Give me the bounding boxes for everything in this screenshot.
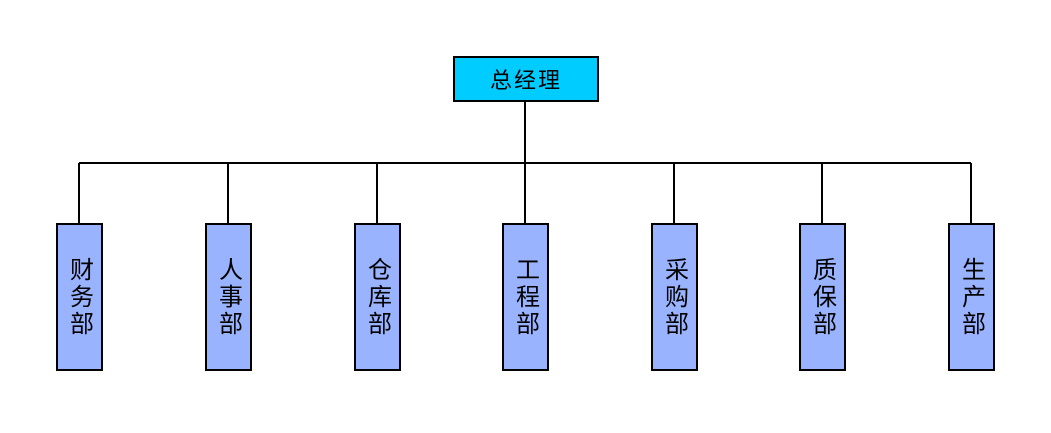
root-node-general-manager: 总经理 — [453, 56, 599, 102]
dept-node-engineering: 工程部 — [502, 223, 549, 371]
dept-label-production: 生产部 — [957, 256, 986, 338]
dept-node-purchasing: 采购部 — [651, 223, 698, 371]
dept-node-hr: 人事部 — [205, 223, 252, 371]
dept-label-warehouse: 仓库部 — [363, 256, 392, 338]
dept-node-finance: 财务部 — [56, 223, 103, 371]
root-node-label: 总经理 — [489, 69, 562, 94]
dept-node-warehouse: 仓库部 — [354, 223, 401, 371]
dept-node-production: 生产部 — [948, 223, 995, 371]
dept-label-purchasing: 采购部 — [660, 256, 689, 338]
dept-label-finance: 财务部 — [65, 256, 94, 338]
dept-node-qa: 质保部 — [799, 223, 846, 371]
dept-label-qa: 质保部 — [808, 256, 837, 338]
dept-label-engineering: 工程部 — [511, 256, 540, 338]
dept-label-hr: 人事部 — [214, 256, 243, 338]
